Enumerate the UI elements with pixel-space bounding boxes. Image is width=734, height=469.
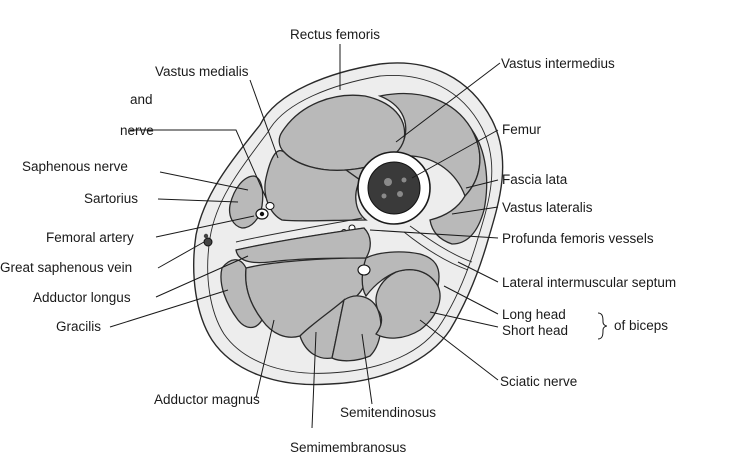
label-adductor-magnus: Adductor magnus [154, 392, 260, 407]
label-great-saphenous-vein: Great saphenous vein [0, 260, 132, 275]
lateral-septum [409, 225, 473, 263]
label-lateral-intermuscular-septum: Lateral intermuscular septum [502, 275, 676, 290]
vastus-medialis-shape [264, 150, 368, 222]
label-saphenous-nerve: Saphenous nerve [22, 159, 128, 174]
label-adductor-longus: Adductor longus [33, 290, 131, 305]
biceps-bracket [597, 312, 608, 340]
label-rectus-femoris: Rectus femoris [290, 27, 380, 42]
biceps-short-head-shape [361, 251, 440, 298]
sartorius-shape [228, 175, 264, 229]
medial-septum [235, 217, 363, 243]
label-vastus-medialis: Vastus medialis [155, 64, 249, 79]
label-and: and [130, 92, 153, 107]
label-femoral-artery: Femoral artery [46, 230, 134, 245]
label-vastus-intermedius: Vastus intermedius [501, 56, 615, 71]
semitendinosus-shape [331, 295, 382, 362]
sciatic-nerve-shape [357, 264, 371, 276]
label-of-biceps: of biceps [614, 318, 668, 333]
label-nerve: nerve [120, 123, 154, 138]
label-gracilis: Gracilis [56, 319, 101, 334]
great-saphenous-vein-shape [203, 237, 213, 247]
label-sartorius: Sartorius [84, 191, 138, 206]
label-profunda-femoris-vessels: Profunda femoris vessels [502, 231, 654, 246]
femur-marrow [367, 161, 421, 215]
label-long-head: Long head [502, 307, 566, 322]
gracilis-shape [220, 259, 263, 329]
vastus-lateralis-shape [429, 129, 488, 245]
label-sciatic-nerve: Sciatic nerve [500, 374, 577, 389]
label-short-head: Short head [502, 323, 568, 338]
label-femur: Femur [502, 122, 542, 137]
fascia-lata-outline [207, 75, 493, 374]
label-fascia-lata: Fascia lata [502, 172, 568, 187]
label-vastus-lateralis: Vastus lateralis [502, 200, 593, 215]
label-semimembranosus: Semimembranosus [290, 440, 407, 455]
label-semitendinosus: Semitendinosus [340, 405, 436, 420]
